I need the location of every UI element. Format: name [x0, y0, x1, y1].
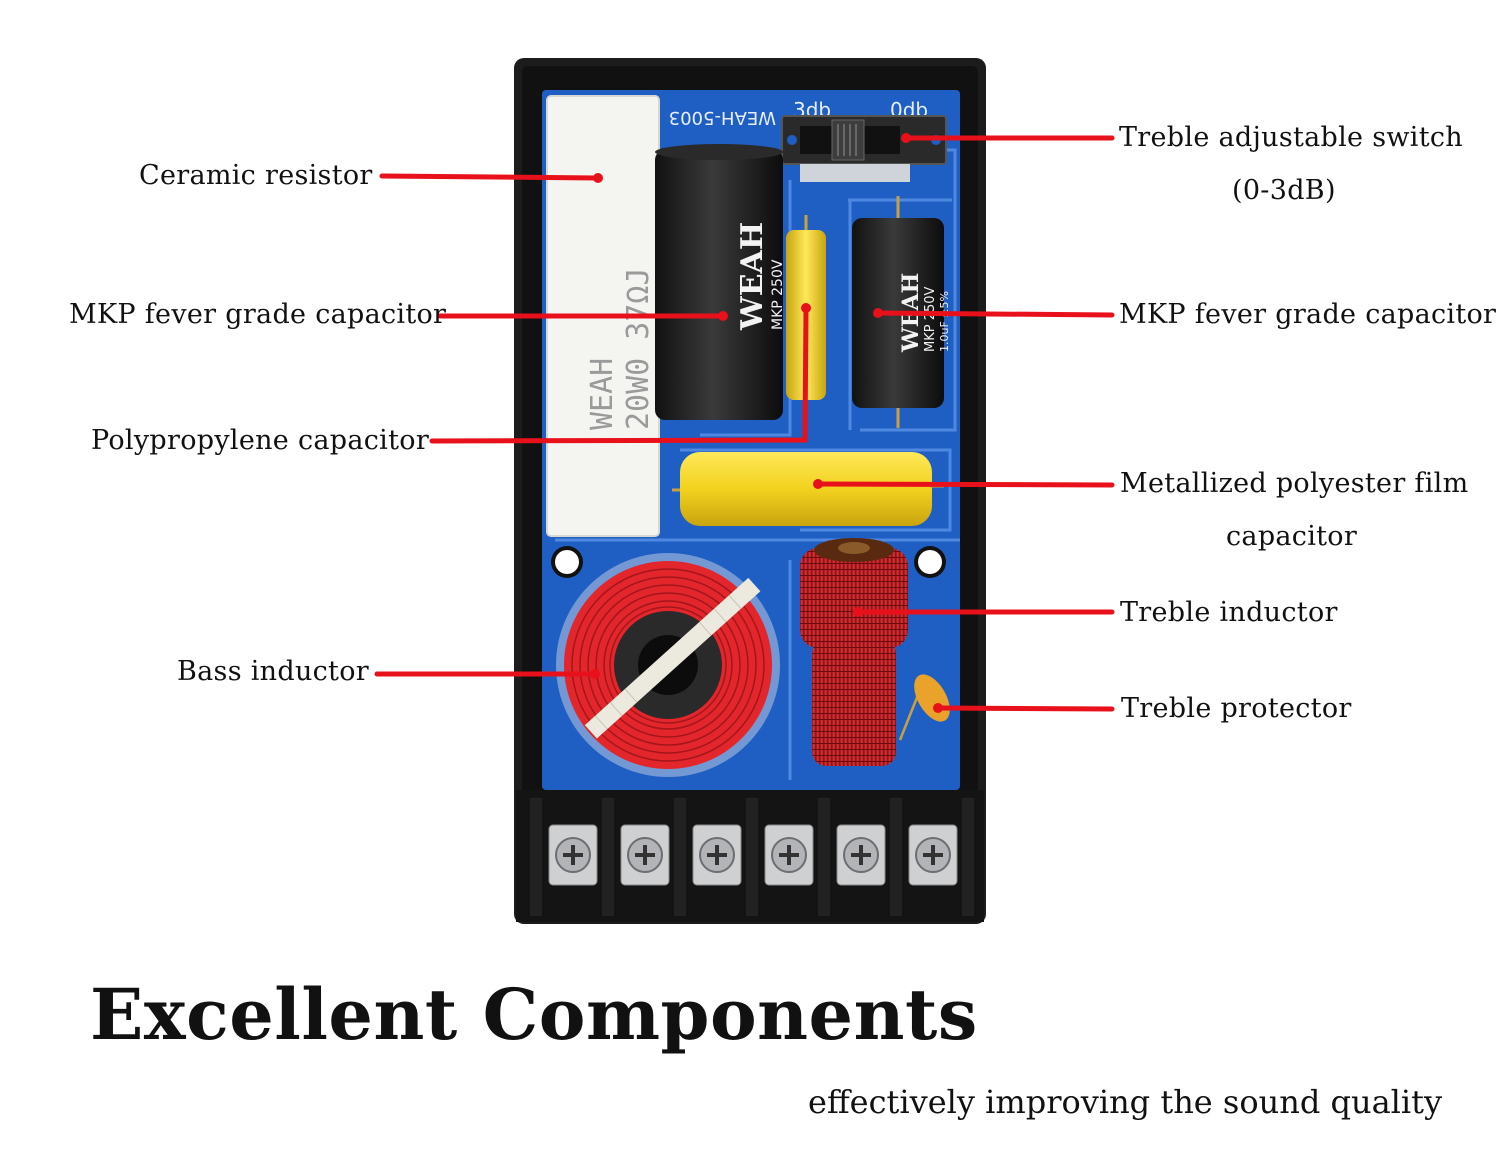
pointer-lines [374, 135, 1115, 712]
label-mkp-capacitor-left: MKP fever grade capacitor [69, 299, 447, 330]
terminal-screws [548, 824, 958, 886]
label-bass-inductor: Bass inductor [177, 656, 369, 687]
cap-print-left: MKP 250V [770, 259, 786, 330]
resistor-print-2: 20W0 37ΩJ [621, 267, 656, 430]
label-treble-switch: Treble adjustable switch [1119, 122, 1463, 153]
tagline: effectively improving the sound quality [808, 1083, 1443, 1121]
board-model-text: WEAH-5003 [669, 107, 776, 128]
label-ceramic-resistor: Ceramic resistor [139, 160, 373, 191]
pointer-treble-protector [935, 705, 1115, 712]
resistor-print-1: WEAH [585, 358, 620, 430]
label-treble-inductor: Treble inductor [1120, 597, 1338, 628]
pointer-polypropylene [429, 305, 809, 444]
bass-inductor [556, 553, 780, 777]
treble-inductor [800, 538, 908, 766]
cap-print-right: MKP 250V [923, 286, 938, 352]
label-polypropylene-capacitor: Polypropylene capacitor [91, 425, 430, 456]
terminal-block [516, 790, 984, 922]
metallized-polyester-capacitor [672, 452, 944, 526]
pointer-mkp-right [875, 310, 1115, 318]
headline: Excellent Components [90, 973, 978, 1056]
label-treble-switch-range: (0-3dB) [1232, 175, 1336, 206]
label-metallized-capacitor: Metallized polyester film [1120, 468, 1469, 499]
treble-switch [781, 115, 947, 182]
pointer-ceramic-resistor [379, 173, 601, 181]
mkp-capacitor-left: WEAH MKP 250V [655, 144, 786, 420]
label-metallized-capacitor-line2: capacitor [1226, 521, 1358, 552]
cap-print-right-value: 1.0uF ±5% [938, 291, 951, 352]
label-mkp-capacitor-right: MKP fever grade capacitor [1119, 299, 1497, 330]
cap-brand-left: WEAH [735, 222, 770, 331]
label-treble-protector: Treble protector [1121, 693, 1352, 724]
pointer-metallized [815, 481, 1115, 488]
